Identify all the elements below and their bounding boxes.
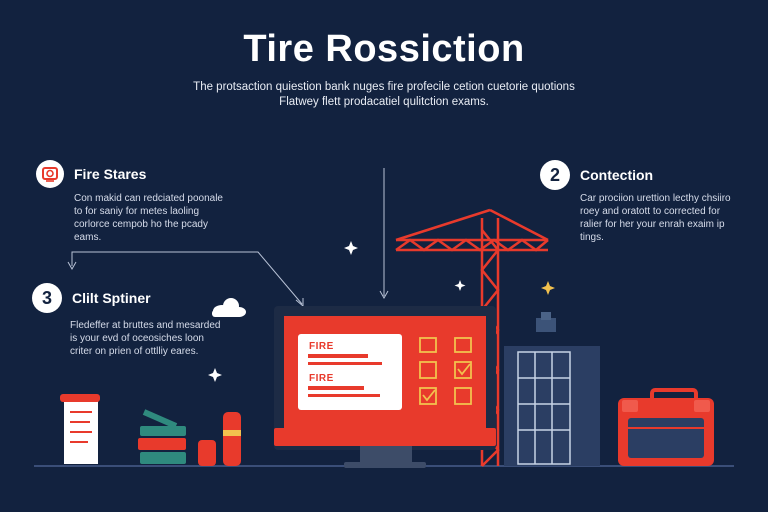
sparkle-icon [208,241,466,382]
monitor-icon [274,306,496,468]
crane-icon [395,208,549,467]
feature-clilt-sptiner: 3 Clilt Sptiner Fledeffer at bruttes and… [32,283,222,358]
feature-heading: Contection [580,167,654,183]
screen-label: FIRE [309,341,334,352]
toolbox-icon [618,388,714,466]
screen-label: FIRE [309,373,334,384]
feature-contection: 2 Contection Car prociion urettion lecth… [540,160,740,244]
certificate-icon [36,160,64,188]
step-badge: 2 [540,160,570,190]
feature-body: Fledeffer at bruttes and mesarded is you… [70,320,221,357]
document-icon [60,394,100,464]
page-title: Tire Rossiction [243,28,525,70]
fire-extinguisher-icon [198,412,241,466]
feature-heading: Fire Stares [74,166,147,182]
feature-body: Car prociion urettion lecthy chsiiro roe… [580,193,731,243]
feature-fire-stares: Fire Stares Con makid can redciated poon… [36,160,226,244]
feature-body: Con makid can redciated poonale to for s… [74,193,223,243]
building-icon [504,312,600,466]
feature-heading: Clilt Sptiner [72,290,151,306]
checklist-icon [419,337,472,405]
sparkle-icon [541,281,555,295]
page-subtitle: The protsaction quiestion bank nuges fir… [193,81,575,108]
step-badge: 3 [32,283,62,313]
books-icon [138,409,186,464]
